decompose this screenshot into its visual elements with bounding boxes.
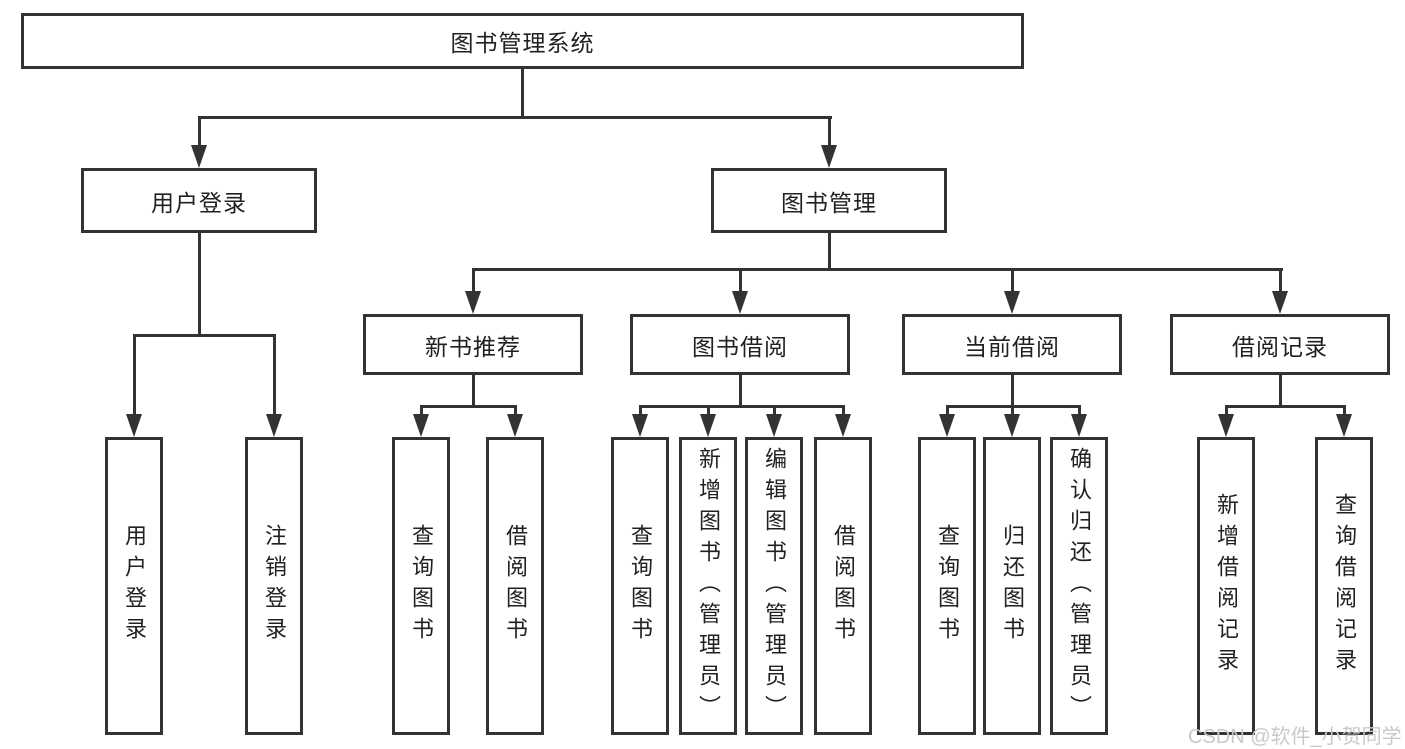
leaf-edit-book-admin: 编辑图书（管理员） xyxy=(745,437,803,735)
connector-recommendation-stem xyxy=(472,375,475,405)
node-label: 图书管理系统 xyxy=(450,30,595,56)
connector-to-leaf-logout xyxy=(273,337,276,416)
leaf-query-books-borrowing: 查询图书 xyxy=(611,437,669,735)
leaf-borrow-books-recommend: 借阅图书 xyxy=(486,437,544,735)
connector-to-new-book-recommendation xyxy=(472,271,475,291)
csdn-watermark: CSDN @软件_小贺同学 xyxy=(1188,726,1402,748)
connector-leaf-stem xyxy=(639,408,642,416)
leaf-logout: 注销登录 xyxy=(245,437,303,735)
connector-leaf-stem xyxy=(1343,408,1346,416)
connector-leaf-stem xyxy=(773,408,776,416)
connector-leaf-stem xyxy=(1078,408,1081,416)
connector-current-bar xyxy=(946,405,1081,408)
connector-to-book-borrowing xyxy=(739,271,742,291)
connector-user-login-stem xyxy=(198,233,201,334)
node-label: 新书推荐 xyxy=(425,333,521,360)
arrow-down-icon xyxy=(835,414,851,437)
leaf-query-books-current: 查询图书 xyxy=(918,437,976,735)
node-borrowing-records: 借阅记录 xyxy=(1170,314,1390,375)
arrow-down-icon xyxy=(1071,414,1087,437)
arrow-down-icon xyxy=(1218,414,1234,437)
connector-to-book-management xyxy=(828,119,831,146)
connector-records-bar xyxy=(1225,405,1346,408)
node-new-book-recommendation: 新书推荐 xyxy=(363,314,583,375)
connector-leaf-stem xyxy=(514,408,517,416)
leaf-query-books-recommend: 查询图书 xyxy=(392,437,450,735)
connector-leaf-stem xyxy=(1225,408,1228,416)
leaf-add-borrow-record: 新增借阅记录 xyxy=(1197,437,1255,735)
connector-root-stem xyxy=(521,69,524,119)
node-label: 图书管理 xyxy=(781,189,877,216)
arrow-down-icon xyxy=(1004,414,1020,437)
node-user-login: 用户登录 xyxy=(81,168,317,233)
connector-recommendation-bar xyxy=(420,405,517,408)
connector-current-stem xyxy=(1011,375,1014,405)
node-book-borrowing: 图书借阅 xyxy=(630,314,850,375)
leaf-query-borrow-record: 查询借阅记录 xyxy=(1315,437,1373,735)
arrow-down-icon xyxy=(632,414,648,437)
leaf-user-login: 用户登录 xyxy=(105,437,163,735)
connector-to-borrowing-records xyxy=(1279,271,1282,291)
node-library-management-system: 图书管理系统 xyxy=(21,13,1024,69)
arrow-down-icon xyxy=(1336,414,1352,437)
connector-to-user-login xyxy=(198,119,201,146)
leaf-return-books: 归还图书 xyxy=(983,437,1041,735)
arrow-down-icon xyxy=(1004,291,1020,314)
node-label: 借阅记录 xyxy=(1232,333,1328,360)
connector-book-management-bar xyxy=(472,268,1283,271)
node-label: 当前借阅 xyxy=(964,333,1060,360)
arrow-down-icon xyxy=(126,414,142,437)
connector-to-current-borrowing xyxy=(1011,271,1014,291)
leaf-confirm-return-admin: 确认归还（管理员） xyxy=(1050,437,1108,735)
connector-borrowing-bar xyxy=(639,405,845,408)
arrow-down-icon xyxy=(732,291,748,314)
leaf-add-book-admin: 新增图书（管理员） xyxy=(679,437,737,735)
connector-leaf-stem xyxy=(946,408,949,416)
arrow-down-icon xyxy=(465,291,481,314)
arrow-down-icon xyxy=(191,145,207,168)
arrow-down-icon xyxy=(266,414,282,437)
connector-leaf-stem xyxy=(420,408,423,416)
node-current-borrowing: 当前借阅 xyxy=(902,314,1122,375)
connector-user-login-bar xyxy=(133,334,276,337)
connector-borrowing-stem xyxy=(739,375,742,405)
arrow-down-icon xyxy=(1272,291,1288,314)
arrow-down-icon xyxy=(507,414,523,437)
arrow-down-icon xyxy=(700,414,716,437)
arrow-down-icon xyxy=(413,414,429,437)
connector-root-bar xyxy=(198,116,832,119)
connector-leaf-stem xyxy=(842,408,845,416)
arrow-down-icon xyxy=(821,145,837,168)
node-label: 用户登录 xyxy=(151,189,247,216)
connector-to-leaf-user-login xyxy=(133,337,136,416)
arrow-down-icon xyxy=(766,414,782,437)
connector-book-management-stem xyxy=(828,233,831,268)
connector-leaf-stem xyxy=(1011,408,1014,416)
connector-leaf-stem xyxy=(707,408,710,416)
node-label: 图书借阅 xyxy=(692,333,788,360)
leaf-borrow-books-borrowing: 借阅图书 xyxy=(814,437,872,735)
arrow-down-icon xyxy=(939,414,955,437)
node-book-management: 图书管理 xyxy=(711,168,947,233)
connector-records-stem xyxy=(1279,375,1282,405)
